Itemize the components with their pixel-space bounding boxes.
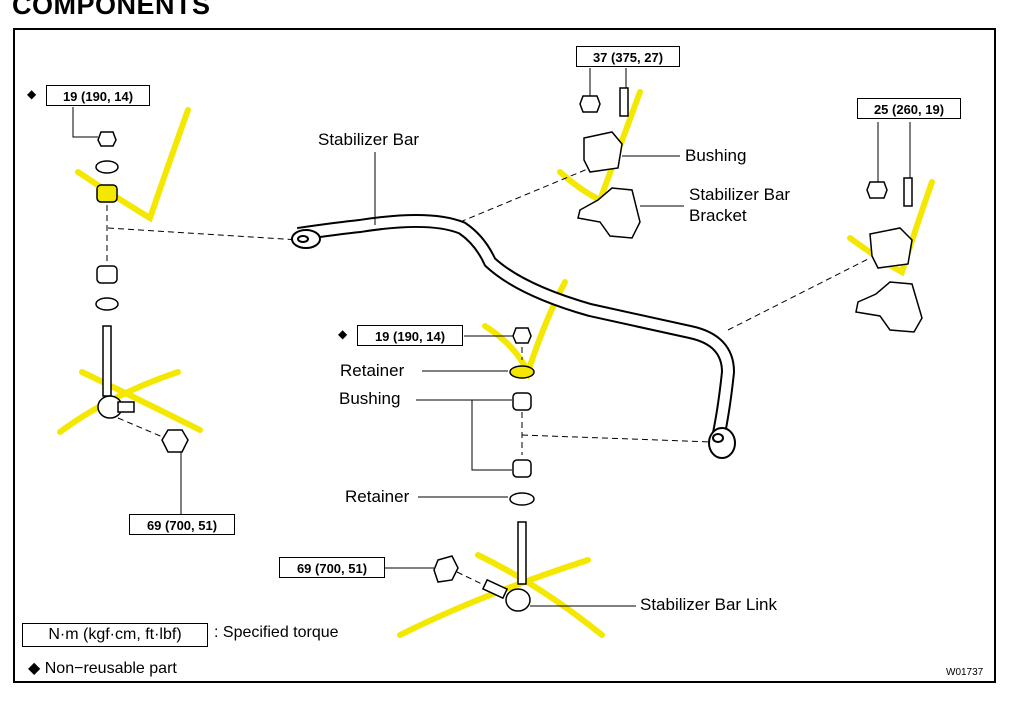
right-bracket-nut (866, 181, 888, 199)
stabilizer-bar-end-right-hole (712, 433, 724, 443)
center-link-nut (433, 555, 459, 583)
dash-bar-to-right-bracket (727, 257, 871, 331)
center-link-ball (505, 588, 531, 612)
label-bracket-line1: Stabilizer Bar (689, 185, 791, 204)
dash-center-to-bar (521, 434, 713, 443)
leader-bracket-bolts (589, 68, 627, 96)
center-link-parts (433, 327, 535, 612)
torque-box-center-link-nut: 69 (700, 51) (279, 557, 385, 578)
left-nut (97, 131, 117, 147)
torque-box-bracket-bolts: 37 (375, 27) (576, 46, 680, 67)
right-bracket (855, 281, 923, 333)
leader-bushing-lower (416, 399, 512, 471)
dash-left-to-bar (107, 227, 301, 241)
label-retainer-upper: Retainer (340, 361, 405, 380)
bracket-nut (579, 95, 601, 113)
nonreusable-diamond-center: ◆ (338, 327, 348, 341)
bracket-bolt (619, 87, 629, 117)
legend-torque-description: : Specified torque (214, 624, 339, 641)
stabilizer-bar (291, 213, 736, 459)
upper-bracket (577, 187, 641, 239)
left-retainer-lower (95, 297, 119, 311)
center-link-stud (517, 521, 527, 585)
left-link-parts (95, 131, 189, 453)
stabilizer-bar-end-left-hole (297, 235, 309, 243)
center-bracket-parts (577, 87, 641, 239)
torque-box-center-nut: 19 (190, 14) (357, 325, 463, 346)
center-bushing-lower (512, 459, 532, 478)
center-bushing-upper (512, 392, 532, 411)
torque-box-right-bolts: 25 (260, 19) (857, 98, 961, 119)
label-stabilizer-bar-link: Stabilizer Bar Link (640, 595, 778, 614)
left-link-stud-side (117, 401, 135, 413)
highlight-marks (57, 89, 935, 638)
legend-nonreusable-part: ◆ Non−reusable part (28, 660, 177, 677)
right-bracket-bolt (903, 177, 913, 207)
left-bushing-lower (96, 265, 118, 284)
center-retainer-lower (509, 492, 535, 506)
right-bracket-parts (855, 177, 923, 333)
highlight-x-center-link-b (397, 557, 591, 638)
label-bracket-line2: Bracket (689, 206, 747, 225)
highlight-x-left-link-a (79, 369, 203, 433)
stabilizer-bar-end-right (708, 427, 736, 459)
label-stabilizer-bar: Stabilizer Bar (318, 130, 420, 149)
left-retainer-upper (95, 160, 119, 174)
highlight-check-upper-left (75, 107, 191, 223)
left-link-stud (102, 325, 112, 397)
label-retainer-lower: Retainer (345, 487, 410, 506)
highlight-check-right (847, 179, 935, 277)
leader-lines (72, 68, 911, 607)
center-retainer-upper (509, 365, 535, 379)
page-title: COMPONENTS (12, 0, 211, 20)
diagram-frame (13, 28, 996, 683)
leader-left-nut (72, 107, 98, 138)
dash-left-to-link (117, 417, 166, 439)
reference-code: W01737 (946, 667, 984, 678)
torque-box-left-link-nut: 69 (700, 51) (129, 514, 235, 535)
center-nut (512, 327, 532, 344)
dash-bar-to-bracket (459, 167, 591, 223)
label-bushing-lower: Bushing (339, 389, 401, 408)
center-link-stud-side (481, 578, 509, 600)
highlight-x-center-link-a (475, 552, 605, 638)
label-bushing-upper: Bushing (685, 146, 747, 165)
nonreusable-diamond-left: ◆ (27, 87, 37, 101)
torque-box-left-nut: 19 (190, 14) (46, 85, 150, 106)
left-link-nut (161, 429, 189, 453)
legend-torque-unit-box: N·m (kgf·cm, ft·lbf) (22, 623, 208, 647)
leader-right-bolts (877, 122, 911, 182)
right-bushing (869, 227, 913, 269)
upper-bushing (583, 131, 623, 173)
stabilizer-bar-inner (297, 215, 734, 440)
left-bushing-upper (96, 184, 118, 203)
